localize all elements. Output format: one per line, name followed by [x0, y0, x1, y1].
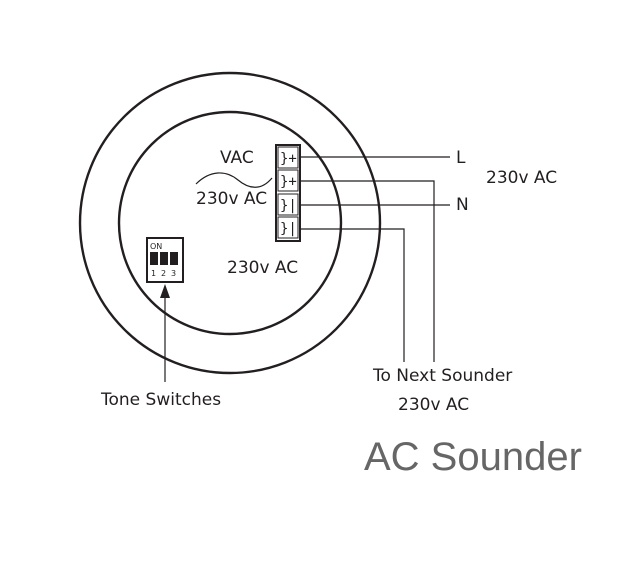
arrow-up-icon [160, 284, 170, 298]
diagram-title: AC Sounder [364, 435, 582, 479]
tone-switches-label: Tone Switches [100, 390, 221, 410]
terminal-1-symbol: }+ [280, 151, 297, 167]
tone-dip-switch: ON 1 2 3 [146, 237, 184, 283]
next-sounder-voltage-label: 230v AC [398, 395, 469, 415]
inner-voltage-label-top: 230v AC [196, 189, 267, 209]
terminal-block-frame [275, 144, 301, 242]
live-label: L [456, 148, 466, 168]
outer-ring [78, 71, 382, 375]
terminal-1 [277, 146, 299, 169]
dip-switch-on-label: ON [150, 242, 162, 251]
terminal-3 [277, 193, 299, 216]
dip-switch-position-3: 3 [171, 269, 176, 278]
dip-switch-1 [150, 252, 158, 265]
terminal-4-symbol: }| [280, 221, 297, 237]
terminal-block: }+ }+ }| }| [275, 144, 301, 242]
inner-voltage-label-bottom: 230v AC [227, 258, 298, 278]
vac-label: VAC [220, 148, 254, 168]
ac-wave-icon [195, 172, 273, 188]
supply-voltage-label: 230v AC [486, 168, 557, 188]
terminal-2-symbol: }+ [280, 174, 297, 190]
neutral-label: N [456, 195, 469, 215]
wire-neutral-out [300, 228, 405, 362]
dip-switch-2 [160, 252, 168, 265]
dip-switch-3 [170, 252, 178, 265]
terminal-3-symbol: }| [280, 198, 297, 214]
next-sounder-label: To Next Sounder [372, 366, 512, 386]
wire-live-out [300, 180, 435, 362]
terminal-2 [277, 169, 299, 192]
inner-ring [117, 110, 343, 336]
terminal-4 [277, 216, 299, 239]
dip-switch-position-2: 2 [161, 269, 166, 278]
dip-switch-position-1: 1 [151, 269, 156, 278]
